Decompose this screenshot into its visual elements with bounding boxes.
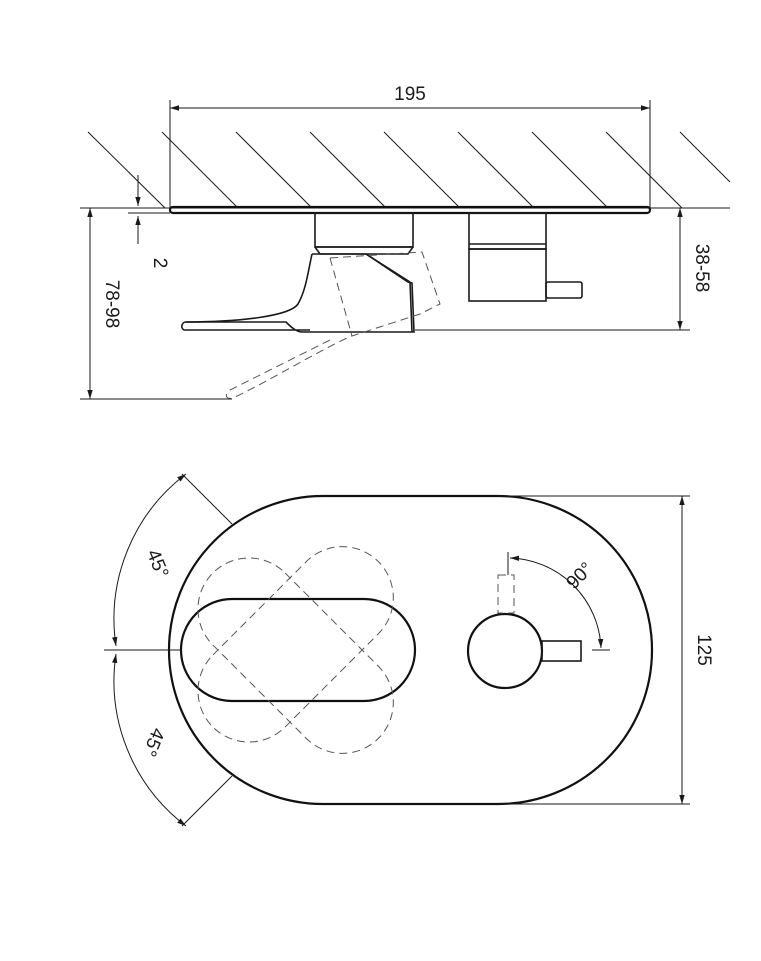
side-view: 195 (80, 84, 731, 400)
dimension-width-label: 195 (394, 84, 426, 105)
dimension-depth-total-label: 78-98 (101, 280, 122, 329)
lever-front (179, 597, 417, 703)
dimension-gap-label: 2 (149, 258, 170, 269)
dimension-height: 125 (498, 495, 714, 805)
plate-outline (167, 494, 654, 806)
wall-hatching (80, 131, 731, 209)
dimension-depth-total: 78-98 (80, 208, 232, 400)
dimension-height-label: 125 (693, 634, 714, 666)
dimension-gap: 2 (128, 175, 170, 268)
cover-plate (168, 205, 652, 215)
angle-upper-label: 45° (142, 547, 172, 582)
angle-lower-label: 45° (138, 725, 168, 760)
thermostat-body (468, 212, 583, 302)
diverter-body (181, 212, 415, 333)
dimension-depth-body-label: 38-58 (691, 244, 712, 293)
lever-rotation-hidden (197, 546, 394, 754)
lever-hidden-position (225, 251, 441, 399)
dimension-depth-body: 38-58 (415, 208, 712, 331)
front-view: 90° 45° 45° 125 (104, 473, 714, 827)
dimension-width: 195 (169, 84, 651, 208)
thermostat-knob (466, 574, 582, 690)
angle-knob-label: 90° (563, 559, 598, 594)
angle-lever: 45° 45° (104, 473, 233, 827)
angle-knob: 90° (507, 552, 610, 651)
